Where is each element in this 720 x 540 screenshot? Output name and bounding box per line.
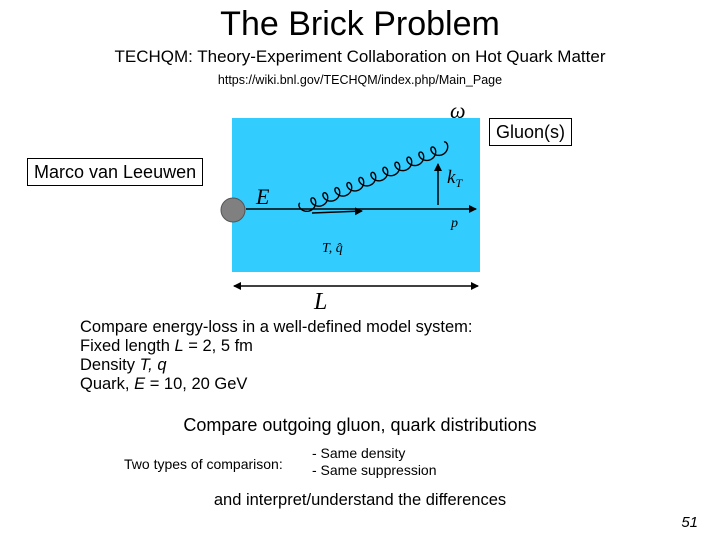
gluon-label-box: Gluon(s)	[489, 118, 573, 146]
kt-label: kT	[447, 167, 463, 190]
gluon-curly-line	[298, 141, 449, 212]
slide-title: The Brick Problem	[220, 5, 500, 43]
compare-intro: Compare energy-loss in a well-defined mo…	[80, 318, 473, 336]
omega-label: ω	[450, 98, 466, 123]
medium-params-label: T, q̂	[322, 241, 343, 256]
quark-dot	[220, 197, 246, 223]
momentum-label: p	[450, 216, 458, 231]
comparison-types-list: - Same density - Same suppression	[312, 445, 437, 479]
compare-block: Compare energy-loss in a well-defined mo…	[80, 318, 473, 394]
comparison-item: - Same suppression	[312, 462, 437, 478]
gluon-direction-arrow	[311, 207, 363, 216]
wiki-url[interactable]: https://wiki.bnl.gov/TECHQM/index.php/Ma…	[217, 73, 503, 87]
comparison-item: - Same density	[312, 445, 406, 461]
energy-label: E	[255, 184, 270, 209]
length-label: L	[313, 289, 327, 315]
compare-quark-line: Quark, E = 10, 20 GeV	[80, 375, 248, 393]
page-number: 51	[681, 514, 698, 531]
compare-length-line: Fixed length L = 2, 5 fm	[80, 337, 253, 355]
author-label-box: Marco van Leeuwen	[27, 158, 204, 186]
slide-subtitle: TECHQM: Theory-Experiment Collaboration …	[114, 47, 606, 66]
compare-density-line: Density T, q	[80, 356, 167, 374]
interpret-text: and interpret/understand the differences	[213, 491, 507, 509]
outgoing-distributions-text: Compare outgoing gluon, quark distributi…	[183, 415, 537, 435]
comparison-types-label: Two types of comparison:	[124, 456, 283, 472]
